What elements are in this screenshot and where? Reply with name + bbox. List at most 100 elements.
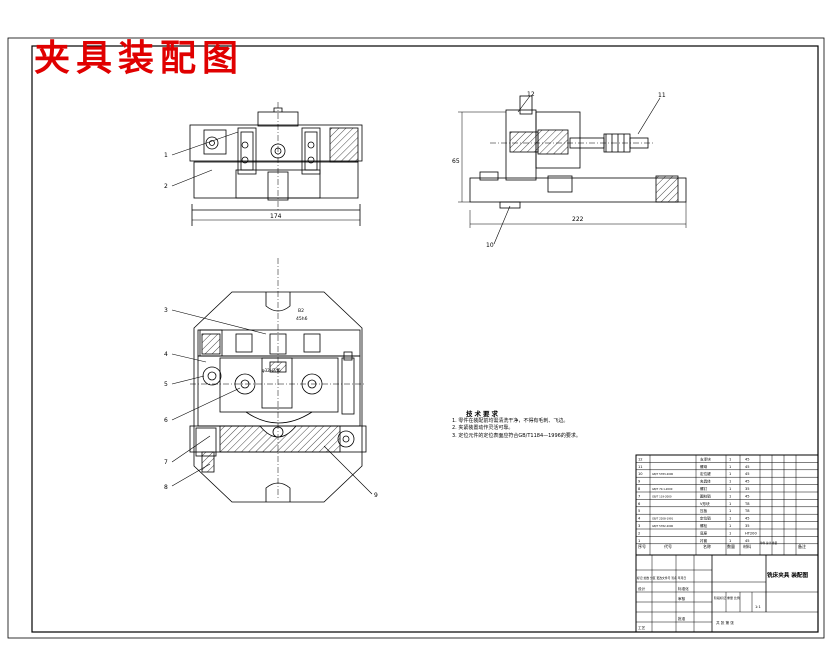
dim-side-width: 222: [572, 216, 584, 223]
bom-cell-std: GB/T 70.1-2000: [652, 487, 673, 491]
part-label-7: 7: [164, 459, 168, 466]
bom-cell-mat: 45: [745, 494, 750, 498]
bom-cell-no: 12: [638, 457, 643, 461]
bom-cell-mat: 45: [745, 472, 750, 476]
bom-cell-name: 压板: [700, 508, 708, 513]
bom-cell-no: 8: [638, 487, 641, 491]
tech-req-item-3: 3. 定位元件的定位表面应符合GB/T1184—1996的要求。: [452, 432, 581, 439]
bom-cell-name: 圆柱销: [700, 493, 711, 498]
bom-cell-no: 5: [638, 509, 640, 513]
part-label-10: 10: [486, 242, 494, 249]
bom-cell-no: 1: [638, 539, 640, 543]
leader-lines: [171, 95, 661, 495]
bom-cell-std: GB/T 2208-1991: [652, 517, 674, 521]
bom-cell-name: 衬套: [700, 538, 708, 543]
bom-cell-mat: 45: [745, 480, 750, 484]
title-block: [635, 554, 819, 633]
tech-req-item-1: 1. 零件在装配前均需清洗干净，不得有毛刺、飞边。: [452, 418, 569, 425]
bom-cell-no: 7: [638, 494, 640, 498]
bom-cell-no: 6: [638, 502, 641, 506]
tb-review: 审核: [678, 596, 686, 601]
part-label-5: 5: [164, 381, 168, 388]
bom-cell-qty: 1: [729, 539, 731, 543]
bom-cell-qty: 1: [729, 472, 731, 476]
bom-cell-no: 2: [638, 531, 640, 535]
dim-ref-1: B2: [298, 308, 304, 314]
bom-cell-name: 底座: [700, 530, 708, 535]
bom-cell-qty: 1: [729, 524, 731, 528]
part-label-4: 4: [164, 351, 168, 358]
bom-cell-mat: 35: [745, 487, 750, 491]
bom-cell-mat: HT200: [745, 531, 757, 535]
bom-cell-std: GB/T 119-2000: [652, 494, 672, 498]
inner-frame: [31, 45, 819, 633]
bom-cell-name: 夹具体: [700, 479, 711, 484]
bom-cell-std: GB/T 5783-2000: [652, 472, 674, 476]
part-label-9: 9: [374, 492, 378, 499]
bom-cell-qty: 1: [729, 517, 731, 521]
bom-cell-qty: 1: [729, 487, 731, 491]
bom-h-qty: 数量: [727, 543, 735, 549]
bom-cell-name: 螺母: [700, 464, 708, 469]
dim-front-width: 174: [270, 213, 282, 220]
top-view: [189, 258, 367, 503]
drawing-title: 夹具装配图: [34, 37, 245, 79]
bom-cell-name: 定位键: [700, 471, 711, 476]
bom-cell-no: 3: [638, 524, 640, 528]
tb-scale: 1:1: [755, 605, 761, 609]
tb-approve: 批准: [678, 616, 686, 621]
part-labels: 1 2 3 4 5 6 7 8 9 10 11 12: [164, 91, 666, 499]
dim-ref-2: 45h6: [296, 316, 308, 322]
tech-req-title: 技术要求: [466, 410, 500, 418]
bom-cell-qty: 1: [729, 494, 731, 498]
bom-header: 序号 代号 名称 数量 材料 单件 总计 重量 备注: [638, 541, 806, 549]
bom-cell-mat: T8: [744, 502, 750, 506]
part-label-11: 11: [658, 92, 666, 99]
bom-cell-qty: 1: [729, 480, 731, 484]
bom-cell-qty: 1: [729, 531, 731, 535]
bom-cell-mat: T8: [744, 509, 750, 513]
bom-cell-qty: 1: [729, 502, 731, 506]
tb-mark-labels: 标记 处数 分区 更改文件号 签名 年月日: [637, 576, 686, 580]
bom-cell-no: 11: [638, 465, 643, 469]
bom-cell-mat: 35: [745, 524, 750, 528]
tb-craft: 工艺: [638, 625, 646, 630]
bom-h-mat: 材料: [743, 543, 751, 549]
bom-cell-qty: 1: [729, 457, 731, 461]
tb-drawing-name: 铣床夹具 装配图: [767, 571, 809, 579]
bom-cell-no: 4: [638, 517, 641, 521]
bom-h-std: 代号: [664, 543, 672, 549]
bom-cell-mat: 45: [745, 539, 750, 543]
part-label-8: 8: [164, 484, 168, 491]
side-view: [458, 95, 687, 228]
bom-cell-qty: 1: [729, 465, 731, 469]
bom-cell-mat: 45: [745, 457, 750, 461]
tech-req-item-2: 2. 夹紧装置动作灵活可靠。: [452, 425, 514, 432]
outer-frame: [7, 37, 825, 639]
bom-cell-name: 螺栓: [700, 523, 708, 528]
bom-h-name: 名称: [703, 543, 711, 549]
bom-h-remark: 备注: [798, 543, 806, 549]
bom-cell-mat: 45: [745, 465, 750, 469]
part-label-12: 12: [527, 91, 535, 98]
dim-ref-3: φ32H7/f6: [262, 368, 281, 373]
bom-h-no: 序号: [638, 543, 646, 549]
tb-design: 设计: [638, 586, 646, 591]
part-label-2: 2: [164, 183, 168, 190]
bom-cell-std: GB/T 5782-2000: [652, 524, 674, 528]
bom-cell-name: 支承块: [700, 456, 711, 461]
bom-table: [635, 454, 819, 556]
bom-cell-no: 9: [638, 480, 641, 484]
technical-requirements: 技术要求 1. 零件在装配前均需清洗干净，不得有毛刺、飞边。 2. 夹紧装置动作…: [452, 410, 581, 440]
part-label-6: 6: [164, 417, 168, 424]
bom-cell-name: V形块: [700, 501, 710, 506]
title-block-text: 铣床夹具 装配图 标记 处数 分区 更改文件号 签名 年月日 设计 标准化 审核…: [637, 571, 809, 630]
bom-cell-name: 螺钉: [700, 486, 708, 491]
part-label-1: 1: [164, 152, 168, 159]
front-view: [189, 102, 363, 226]
bom-cell-qty: 1: [729, 509, 731, 513]
bom-h-weight: 单件 总计 重量: [760, 541, 778, 545]
